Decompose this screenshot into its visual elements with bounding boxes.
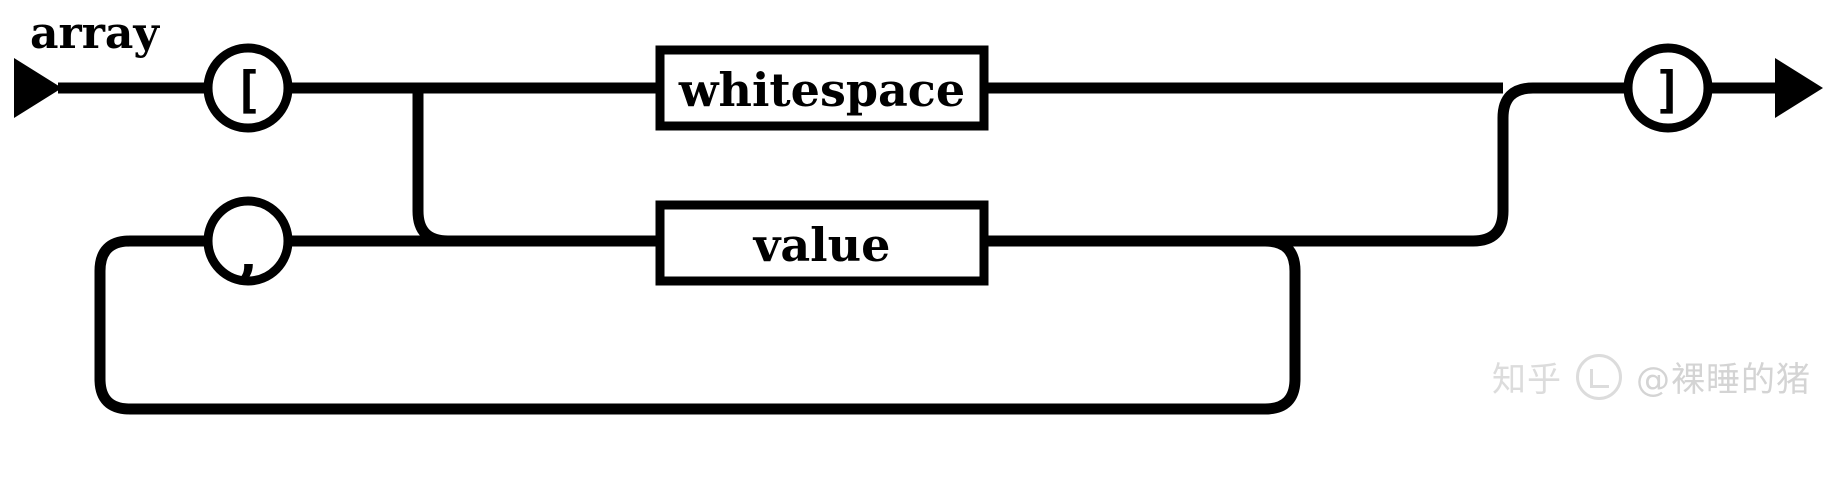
terminal-comma[interactable]: , [203,196,293,289]
page-title: array [30,8,160,59]
terminal-open-bracket[interactable]: [ [203,43,293,133]
nonterminal-whitespace-label: whitespace [678,63,965,117]
nonterminal-value-label: value [753,218,891,272]
rail-branch-down-to-value [412,88,660,247]
terminal-open-bracket-label: [ [233,61,263,119]
rail-loop-back [94,235,1301,415]
entry-arrow-icon [14,58,208,118]
terminal-close-bracket-label: ] [1653,61,1683,119]
exit-arrow-icon [1708,58,1823,118]
rail-merge-right [1295,82,1628,247]
terminal-comma-label: , [237,216,259,289]
nonterminal-whitespace[interactable]: whitespace [655,45,989,131]
terminal-close-bracket[interactable]: ] [1623,43,1713,133]
nonterminal-value[interactable]: value [655,200,989,286]
